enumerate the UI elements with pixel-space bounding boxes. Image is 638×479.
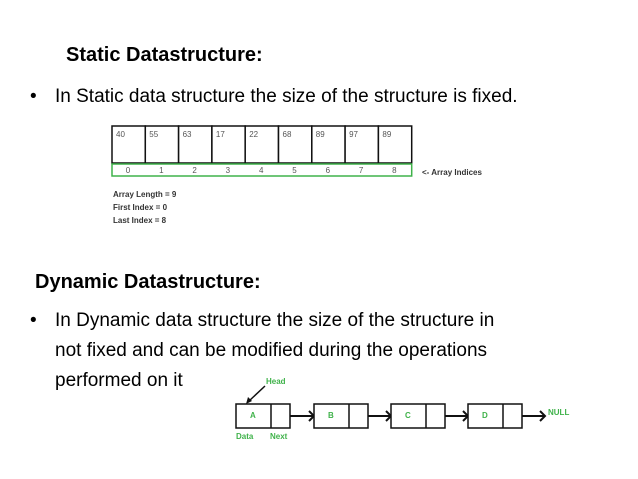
static-bullet-text: In Static data structure the size of the… bbox=[55, 86, 518, 107]
list-node bbox=[235, 403, 291, 429]
bullet-icon: • bbox=[30, 310, 37, 331]
array-value: 40 bbox=[116, 130, 125, 139]
array-value: 55 bbox=[149, 130, 158, 139]
array-index: 7 bbox=[359, 166, 364, 175]
node-value: A bbox=[250, 411, 256, 420]
array-value: 22 bbox=[249, 130, 258, 139]
indices-label: <- Array Indices bbox=[422, 168, 483, 177]
array-cell bbox=[277, 125, 313, 164]
arrowhead bbox=[539, 410, 547, 422]
array-index: 2 bbox=[192, 166, 197, 175]
array-value: 17 bbox=[216, 130, 225, 139]
array-value: 63 bbox=[183, 130, 192, 139]
next-label: Next bbox=[270, 432, 288, 441]
bullet-icon: • bbox=[30, 86, 37, 107]
list-node bbox=[467, 403, 523, 429]
array-cell bbox=[344, 125, 380, 164]
array-diagram: 40 55 63 17 22 68 89 97 89 0 1 2 3 4 5 6 7 8 bbox=[111, 125, 413, 177]
array-index: 3 bbox=[226, 166, 231, 175]
array-note: Last Index = 8 bbox=[113, 216, 167, 225]
head-label: Head bbox=[266, 377, 286, 386]
array-cell bbox=[244, 125, 280, 164]
node-value: B bbox=[328, 411, 334, 420]
array-index: 5 bbox=[292, 166, 297, 175]
node-value: C bbox=[405, 411, 411, 420]
dynamic-bullet-line: performed on it bbox=[55, 370, 183, 391]
array-cell bbox=[377, 125, 413, 164]
array-index: 4 bbox=[259, 166, 264, 175]
null-label: NULL bbox=[548, 408, 569, 417]
array-cell bbox=[111, 125, 147, 164]
array-value: 68 bbox=[283, 130, 292, 139]
dynamic-bullet-text: In Dynamic data structure the size of th… bbox=[55, 306, 494, 396]
list-node bbox=[390, 403, 446, 429]
head-arrowhead bbox=[246, 397, 252, 404]
array-index: 0 bbox=[126, 166, 131, 175]
linked-list-diagram: A B C D bbox=[235, 403, 547, 429]
array-cell bbox=[211, 125, 246, 164]
head-arrow bbox=[248, 385, 266, 402]
array-index: 8 bbox=[392, 166, 397, 175]
array-value: 89 bbox=[316, 130, 325, 139]
data-label: Data bbox=[236, 432, 254, 441]
array-cell bbox=[311, 125, 346, 164]
array-index: 6 bbox=[326, 166, 331, 175]
static-heading: Static Datastructure: bbox=[66, 44, 263, 66]
array-note: Array Length = 9 bbox=[113, 190, 177, 199]
dynamic-bullet-line: In Dynamic data structure the size of th… bbox=[55, 310, 495, 331]
list-node bbox=[313, 403, 369, 429]
dynamic-heading: Dynamic Datastructure: bbox=[35, 271, 261, 293]
array-value: 89 bbox=[382, 130, 391, 139]
array-cell bbox=[144, 125, 180, 164]
array-index: 1 bbox=[159, 166, 164, 175]
node-value: D bbox=[482, 411, 488, 420]
array-value: 97 bbox=[349, 130, 358, 139]
dynamic-bullet-line: not fixed and can be modified during the… bbox=[55, 340, 488, 361]
index-row bbox=[111, 163, 413, 177]
array-note: First Index = 0 bbox=[113, 203, 168, 212]
